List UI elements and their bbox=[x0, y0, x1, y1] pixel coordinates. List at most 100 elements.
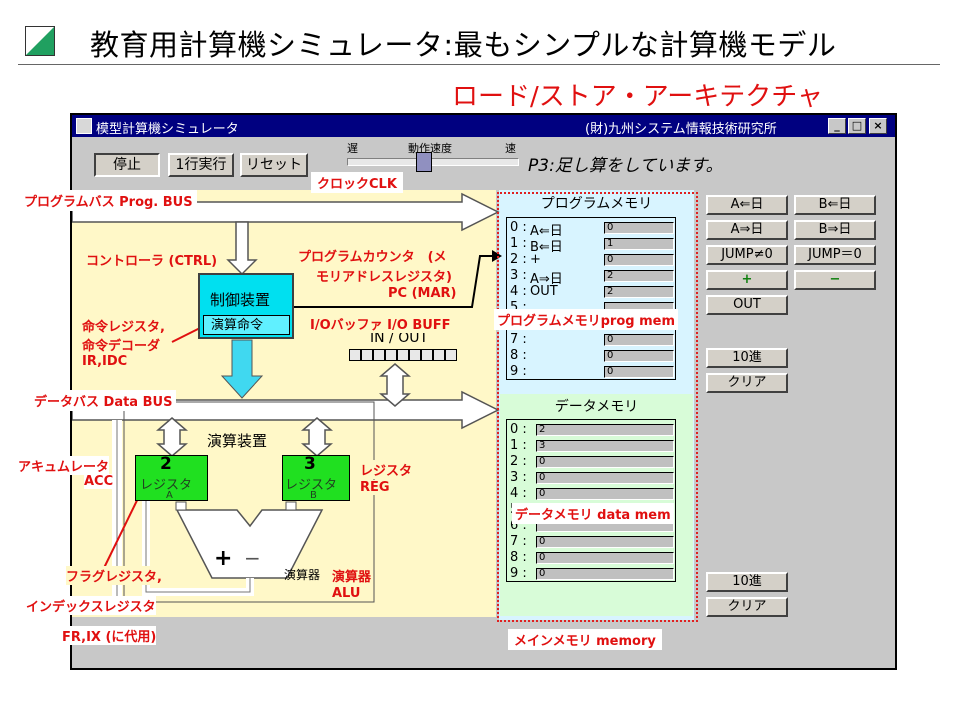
window-organization: (財)九州システム情報技術研究所 bbox=[585, 122, 777, 137]
program-memory-table bbox=[506, 217, 676, 380]
program-decimal-button[interactable]: 10進 bbox=[706, 348, 788, 368]
stop-button[interactable]: 停止 bbox=[94, 153, 160, 177]
program-memory-row-address: 7 : bbox=[510, 332, 527, 347]
program-memory-row-address: 1 : bbox=[510, 236, 527, 251]
pc-annotation-1: プログラムカウンタ (メ bbox=[298, 246, 447, 265]
jump-eq-button[interactable]: JUMP＝0 bbox=[794, 245, 876, 265]
program-memory-row-instruction[interactable]: + bbox=[530, 252, 541, 267]
data-memory-row-value-field[interactable]: 0 bbox=[536, 456, 674, 468]
data-clear-button[interactable]: クリア bbox=[706, 597, 788, 617]
pc-annotation-3: PC (MAR) bbox=[388, 286, 457, 301]
close-button[interactable]: × bbox=[869, 118, 887, 134]
program-memory-row-address: 0 : bbox=[510, 220, 527, 235]
program-memory-row-value-field[interactable]: 0 bbox=[604, 334, 674, 346]
program-memory-row-address: 8 : bbox=[510, 348, 527, 363]
alu-section-title: 演算装置 bbox=[207, 432, 268, 450]
program-memory-row-value-field[interactable]: 0 bbox=[604, 366, 674, 378]
data-memory-row-address: 2 : bbox=[510, 454, 527, 469]
controller-annotation: コントローラ (CTRL) bbox=[86, 250, 218, 269]
program-memory-row-instruction[interactable]: A⇐日 bbox=[530, 224, 563, 239]
register-a bbox=[135, 455, 208, 501]
program-memory-annotation: プログラムメモリprog mem bbox=[494, 309, 678, 330]
program-memory-row-value-field[interactable]: 2 bbox=[604, 286, 674, 298]
program-clear-button[interactable]: クリア bbox=[706, 373, 788, 393]
data-memory-row-value-field[interactable]: 3 bbox=[536, 440, 674, 452]
status-text: P3:足し算をしています。 bbox=[528, 156, 723, 176]
window-titlebar[interactable] bbox=[72, 115, 895, 137]
control-unit-title: 制御装置 bbox=[210, 291, 271, 309]
program-memory-row-value-field[interactable]: 0 bbox=[604, 254, 674, 266]
data-memory-row-address: 3 : bbox=[510, 470, 527, 485]
cpu-diagram-arrows bbox=[72, 192, 502, 603]
app-icon[interactable] bbox=[76, 118, 92, 134]
io-label: IN / OUT bbox=[370, 330, 429, 346]
slide-subtitle: ロード/ストア・アーキテクチャ bbox=[452, 82, 823, 112]
data-memory-row-value-field[interactable]: 2 bbox=[536, 424, 674, 436]
data-bus-annotation: データバス Data BUS bbox=[30, 390, 177, 411]
minimize-button[interactable]: _ bbox=[828, 118, 846, 134]
pc-annotation-2: モリアドレスレジスタ) bbox=[316, 266, 452, 285]
program-memory-row-instruction[interactable]: B⇐日 bbox=[530, 240, 563, 255]
program-memory-row-address: 4 : bbox=[510, 284, 527, 299]
program-memory-row-value-field[interactable]: 1 bbox=[604, 238, 674, 250]
out-button[interactable]: OUT bbox=[706, 295, 788, 315]
maximize-button[interactable]: □ bbox=[848, 118, 866, 134]
speed-fast-label: 速 bbox=[505, 142, 516, 155]
data-decimal-button[interactable]: 10進 bbox=[706, 572, 788, 592]
instruction-register: 演算命令 bbox=[203, 315, 290, 335]
program-memory-row-value-field[interactable]: 2 bbox=[604, 270, 674, 282]
io-buffer-annotation: I/Oバッファ I/O BUFF bbox=[310, 314, 451, 333]
data-memory-row-value-field[interactable]: 0 bbox=[536, 552, 674, 564]
program-memory-row-instruction[interactable]: OUT bbox=[530, 284, 558, 299]
store-a-button[interactable]: A⇒日 bbox=[706, 220, 788, 240]
alu-label: 演算器 bbox=[284, 568, 321, 582]
program-memory-row-value-field[interactable]: 0 bbox=[604, 350, 674, 362]
window-title: 模型計算機シミュレータ bbox=[96, 122, 239, 137]
program-memory-row-address: 2 : bbox=[510, 252, 527, 267]
ir-annotation-2: 命令デコーダ bbox=[82, 335, 161, 354]
register-b-label: レジスタ bbox=[285, 478, 338, 493]
alu-minus-sign: − bbox=[244, 546, 261, 570]
store-b-button[interactable]: B⇒日 bbox=[794, 220, 876, 240]
io-buffer-bits bbox=[349, 349, 457, 363]
register-b bbox=[282, 455, 350, 501]
register-b-value: 3 bbox=[304, 454, 316, 474]
step-button[interactable]: 1行実行 bbox=[168, 153, 234, 177]
program-bus-annotation: プログラムバス Prog. BUS bbox=[20, 190, 197, 211]
program-memory-title: プログラムメモリ bbox=[500, 192, 693, 216]
flag-annotation-1: フラグレジスタ, bbox=[66, 566, 162, 585]
main-memory-outline bbox=[497, 192, 698, 622]
data-memory-row-value-field[interactable]: 0 bbox=[536, 488, 674, 500]
reset-button[interactable]: リセット bbox=[240, 153, 308, 177]
accumulator-annotation-2: ACC bbox=[84, 474, 114, 489]
data-memory-row-address: 0 : bbox=[510, 422, 527, 437]
register-a-value: 2 bbox=[160, 454, 172, 474]
load-a-button[interactable]: A⇐日 bbox=[706, 195, 788, 215]
register-b-sub: B bbox=[310, 490, 317, 501]
register-annotation-2: REG bbox=[360, 480, 390, 495]
data-memory-row-address: 1 : bbox=[510, 438, 527, 453]
program-memory-row-address: 9 : bbox=[510, 364, 527, 379]
program-memory-row-instruction[interactable]: A⇒日 bbox=[530, 272, 563, 287]
add-button[interactable]: + bbox=[706, 270, 788, 290]
flag-annotation-3: FR,IX (に代用) bbox=[62, 626, 157, 645]
slide-divider bbox=[18, 64, 940, 65]
jump-ne-button[interactable]: JUMP≠0 bbox=[706, 245, 788, 265]
data-memory-row-value-field[interactable]: 0 bbox=[536, 568, 674, 580]
alu-plus-sign: + bbox=[214, 546, 233, 571]
alu-annotation-2: ALU bbox=[332, 586, 361, 601]
data-memory-row-address: 4 : bbox=[510, 486, 527, 501]
data-memory-row-address: 7 : bbox=[510, 534, 527, 549]
clock-annotation: クロックCLK bbox=[311, 172, 403, 193]
load-b-button[interactable]: B⇐日 bbox=[794, 195, 876, 215]
register-annotation-1: レジスタ bbox=[360, 460, 413, 479]
accumulator-annotation-1: アキュムレータ bbox=[18, 456, 110, 475]
sub-button[interactable]: − bbox=[794, 270, 876, 290]
data-memory-row-value-field[interactable]: 0 bbox=[536, 536, 674, 548]
data-memory-row-value-field[interactable]: 0 bbox=[536, 472, 674, 484]
speed-slider-thumb[interactable] bbox=[416, 152, 432, 172]
program-memory-row-value-field[interactable]: 0 bbox=[604, 222, 674, 234]
data-memory-row-address: 8 : bbox=[510, 550, 527, 565]
register-a-label: レジスタ bbox=[140, 478, 193, 493]
speed-slider-track[interactable] bbox=[347, 158, 519, 166]
